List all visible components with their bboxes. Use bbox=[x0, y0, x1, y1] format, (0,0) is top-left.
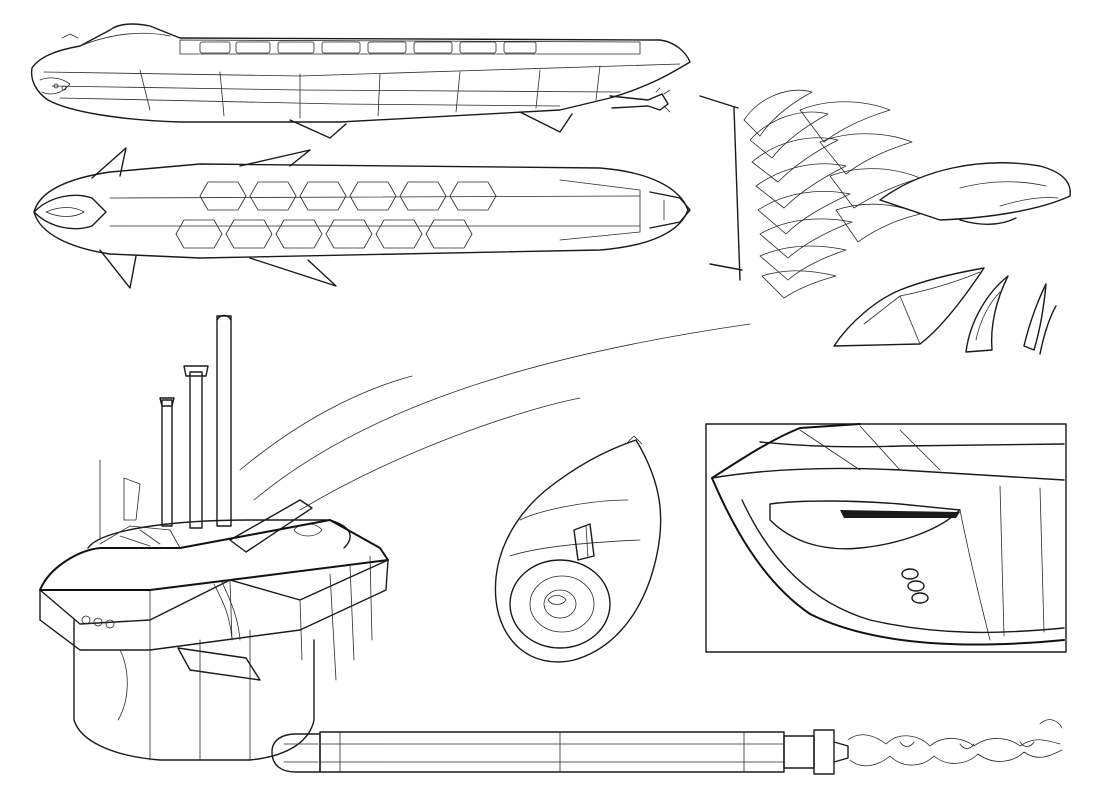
fin-detail-sketches bbox=[833, 267, 1057, 355]
bow-detail-inset bbox=[705, 423, 1067, 653]
fin-cluster-perspective bbox=[699, 89, 1071, 299]
submarine-side-view bbox=[30, 23, 691, 139]
conning-tower-perspective bbox=[39, 314, 751, 761]
submarine-top-view bbox=[33, 147, 691, 289]
torpedo-nose-perspective bbox=[494, 435, 662, 663]
torpedo-side-view bbox=[271, 719, 1063, 775]
